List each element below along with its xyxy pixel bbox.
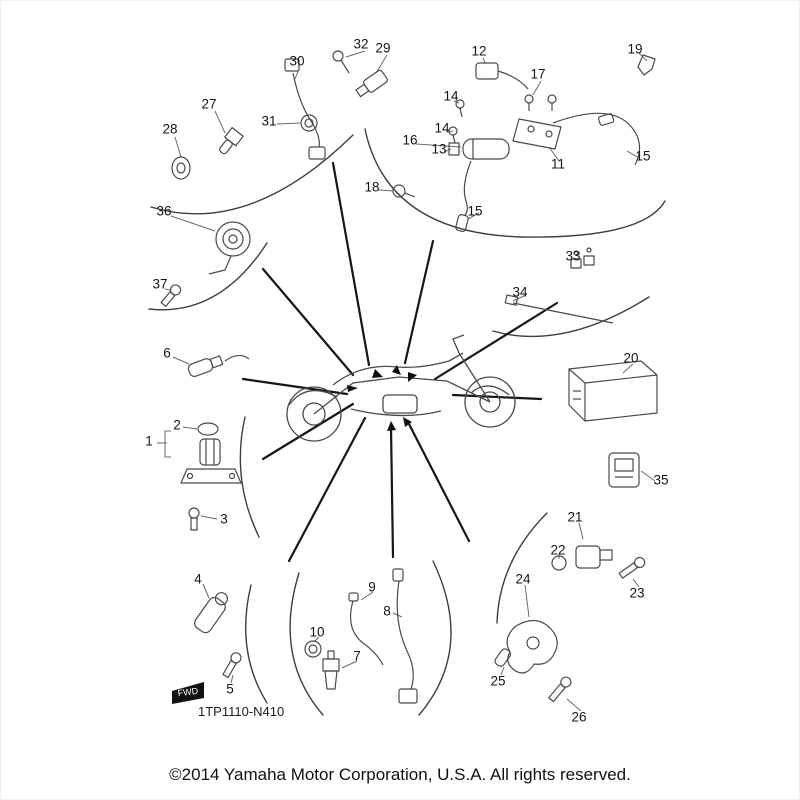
callout-32: 32 xyxy=(353,36,369,52)
part-connector-33 xyxy=(570,247,595,269)
callout-28: 28 xyxy=(162,121,178,137)
callout-5: 5 xyxy=(226,681,234,697)
part-sketches xyxy=(160,50,658,704)
part-oring-2 xyxy=(197,422,219,436)
callout-14: 14 xyxy=(434,120,450,136)
part-cable-30 xyxy=(284,58,326,160)
part-bolt-5 xyxy=(222,652,242,679)
callout-27: 27 xyxy=(201,96,217,112)
callout-18: 18 xyxy=(364,179,380,195)
callout-15: 15 xyxy=(467,203,483,219)
callout-37: 37 xyxy=(152,276,168,292)
part-bracket-11 xyxy=(512,118,562,150)
part-grommet-31 xyxy=(300,114,318,132)
part-solenoid-1 xyxy=(180,438,242,484)
callout-29: 29 xyxy=(375,40,391,56)
part-relay-35 xyxy=(608,452,640,488)
callout-19: 19 xyxy=(627,41,643,57)
callout-ticks xyxy=(157,50,656,712)
part-horn-36 xyxy=(208,221,251,275)
callout-20: 20 xyxy=(623,350,639,366)
part-washer-10 xyxy=(304,640,322,658)
part-clamp-13 xyxy=(448,142,460,156)
callout-35: 35 xyxy=(653,472,669,488)
part-bolt-3 xyxy=(188,507,200,531)
part-ecu-20 xyxy=(568,360,658,422)
part-starter-4 xyxy=(194,592,229,634)
callout-22: 22 xyxy=(550,542,566,558)
part-oring-22 xyxy=(551,555,567,571)
fwd-marker: FWD xyxy=(172,682,204,704)
callout-6: 6 xyxy=(163,345,171,361)
part-sensor-6 xyxy=(187,354,250,377)
part-bolt-26 xyxy=(548,676,572,703)
part-coil-body-16 xyxy=(462,138,510,160)
callout-34: 34 xyxy=(512,284,528,300)
callout-24: 24 xyxy=(515,571,531,587)
part-bolt-23 xyxy=(618,556,646,579)
part-clip-19 xyxy=(637,54,656,76)
callout-12: 12 xyxy=(471,43,487,59)
part-coil-12 xyxy=(475,62,529,90)
callout-13: 13 xyxy=(431,141,447,157)
diagram-code-label: 1TP1110-N410 xyxy=(198,704,285,719)
group-bracket-curves xyxy=(148,128,666,716)
callout-33: 33 xyxy=(565,248,581,264)
callout-17: 17 xyxy=(530,66,546,82)
copyright-text: ©2014 Yamaha Motor Corporation, U.S.A. A… xyxy=(169,765,631,784)
part-plug-wire-15-right xyxy=(552,112,641,166)
part-bolt-14b xyxy=(448,126,458,144)
part-bolt-37 xyxy=(160,284,182,308)
part-clamp-18 xyxy=(392,184,416,198)
callout-4: 4 xyxy=(194,571,202,587)
callout-30: 30 xyxy=(289,53,305,69)
callout-11: 11 xyxy=(550,156,566,172)
part-pin-25 xyxy=(494,648,512,667)
part-washer-28 xyxy=(171,156,191,180)
callout-16: 16 xyxy=(402,132,418,148)
leader-lines xyxy=(241,161,559,563)
part-plug-wire-15-lower xyxy=(455,160,472,232)
part-lead-8 xyxy=(392,568,418,704)
harness-arrows xyxy=(347,365,417,431)
callout-10: 10 xyxy=(309,624,325,640)
callout-31: 31 xyxy=(261,113,277,129)
part-screws-17 xyxy=(524,94,557,111)
callout-23: 23 xyxy=(629,585,645,601)
part-bolt-32 xyxy=(332,50,350,74)
callout-9: 9 xyxy=(368,579,376,595)
callout-21: 21 xyxy=(567,509,583,525)
callout-15: 15 xyxy=(635,148,651,164)
part-switch-7 xyxy=(322,650,340,690)
callout-26: 26 xyxy=(571,709,587,725)
part-sensor-29 xyxy=(355,69,388,98)
callout-2: 2 xyxy=(173,417,181,433)
callout-7: 7 xyxy=(353,648,361,664)
part-lead-9 xyxy=(348,592,384,666)
part-sensor-27 xyxy=(219,127,244,155)
callout-14: 14 xyxy=(443,88,459,104)
callout-25: 25 xyxy=(490,673,506,689)
callout-3: 3 xyxy=(220,511,228,527)
callout-36: 36 xyxy=(156,203,172,219)
callout-8: 8 xyxy=(383,603,391,619)
part-bolt-14a xyxy=(455,99,465,118)
part-band-34 xyxy=(504,294,614,324)
fwd-label: FWD xyxy=(177,686,199,698)
callout-1: 1 xyxy=(145,433,153,449)
part-sensor-21 xyxy=(575,545,613,569)
